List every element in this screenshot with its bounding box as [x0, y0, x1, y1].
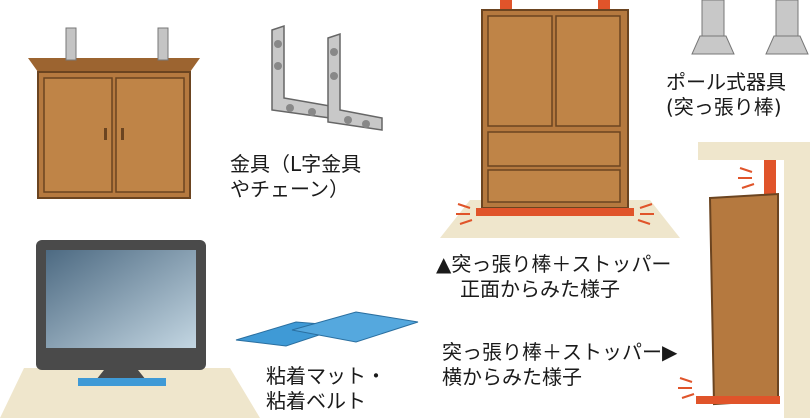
cabinet-with-brackets-illustration — [28, 27, 200, 199]
wardrobe-front-view-illustration — [440, 0, 680, 238]
side-view-label-line1: 突っ張り棒＋ストッパー▶ — [442, 340, 678, 364]
wardrobe-drawer-1 — [487, 131, 621, 167]
tv-on-mat-illustration — [0, 240, 260, 418]
side-view-label-line2: 横からみた様子 — [442, 365, 582, 389]
l-bracket-2 — [327, 32, 383, 131]
pole-label-line2: (突っ張り棒) — [666, 95, 782, 119]
side-stopper — [696, 396, 780, 404]
pole-label: ポール式器具 (突っ張り棒) — [666, 70, 786, 120]
pole-device-2-body — [775, 0, 799, 37]
bracket-label-line1: 金具（L字金具 — [230, 152, 362, 176]
side-view-label: 突っ張り棒＋ストッパー▶ 横からみた様子 — [442, 340, 677, 390]
pole-device-2-base — [765, 35, 809, 55]
front-view-label: ▲突っ張り棒＋ストッパー 正面からみた様子 — [436, 252, 671, 302]
l-bracket-small-right — [157, 27, 169, 61]
tv-floor — [0, 368, 260, 418]
bracket-label-line2: やチェーン） — [230, 177, 349, 201]
cabinet-knob-left — [104, 128, 107, 140]
cabinet-door-left — [43, 77, 113, 193]
ceiling — [698, 142, 810, 160]
vibration-marks-right — [637, 203, 654, 225]
side-vibration-bottom — [678, 377, 695, 399]
side-pole — [764, 160, 776, 198]
l-bracket-small-left — [65, 27, 77, 61]
side-vibration-top — [738, 167, 755, 189]
pole-device-1-body — [701, 0, 725, 37]
pole-devices-illustration — [691, 0, 809, 55]
wall — [784, 158, 810, 418]
tv-adhesive-mat — [78, 378, 166, 386]
cabinet-door-right — [115, 77, 185, 193]
front-view-label-line1: ▲突っ張り棒＋ストッパー — [436, 252, 672, 276]
wardrobe-door-left — [487, 15, 553, 127]
wardrobe-drawer-2 — [487, 169, 621, 203]
wardrobe-door-right — [555, 15, 621, 127]
side-wardrobe-body — [708, 192, 779, 406]
tv-screen — [46, 250, 196, 348]
mat-label-line1: 粘着マット・ — [266, 364, 386, 388]
bracket-label: 金具（L字金具 やチェーン） — [230, 152, 361, 202]
cabinet-knob-right — [121, 128, 124, 140]
l-bracket-1 — [271, 24, 331, 119]
pole-label-line1: ポール式器具 — [666, 70, 786, 94]
stopper-front — [476, 208, 634, 216]
cabinet-top — [28, 58, 200, 72]
adhesive-mats-illustration — [235, 311, 419, 347]
vibration-marks-left — [456, 203, 473, 225]
mat-label-line2: 粘着ベルト — [266, 389, 366, 413]
tv-stand — [96, 370, 146, 380]
pole-device-1-base — [691, 35, 735, 55]
mat-label: 粘着マット・ 粘着ベルト — [266, 364, 386, 414]
l-brackets-illustration — [271, 24, 383, 131]
wardrobe-side-view-illustration — [678, 142, 810, 418]
adhesive-mat-2 — [291, 311, 419, 343]
front-view-label-line2: 正面からみた様子 — [460, 277, 620, 301]
